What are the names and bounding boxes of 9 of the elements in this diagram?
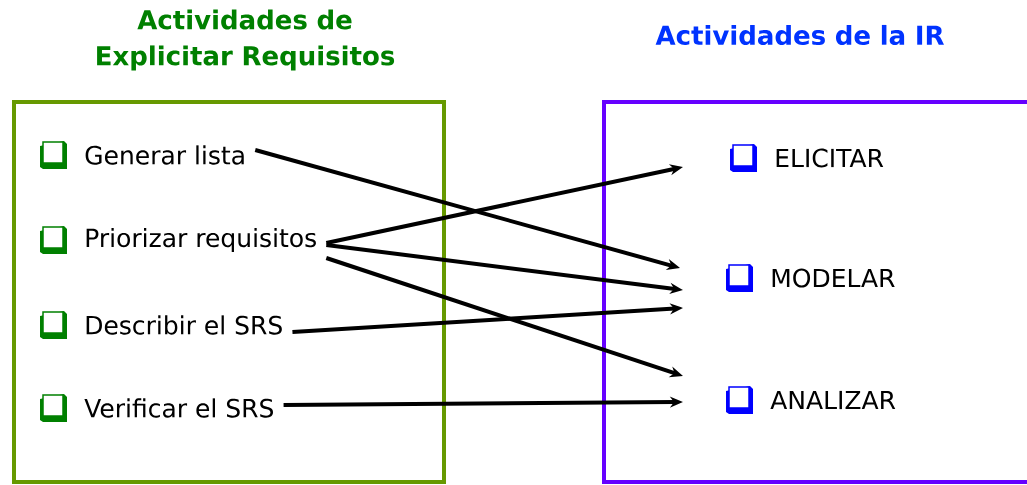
list-item: Verificar el SRS [84,398,273,418]
list-item: Priorizar requisitos [86,227,316,253]
list-item: MODELAR [772,268,895,288]
list-item: ELICITAR [776,148,884,168]
list-item: ANALIZAR [770,390,896,410]
list-item: Generar lista [85,145,244,165]
list-item: Describir el SRS [86,315,282,335]
group-heading: Actividades de la IR [655,24,944,46]
group-heading: Actividades de Explicitar Requisitos [97,9,395,71]
